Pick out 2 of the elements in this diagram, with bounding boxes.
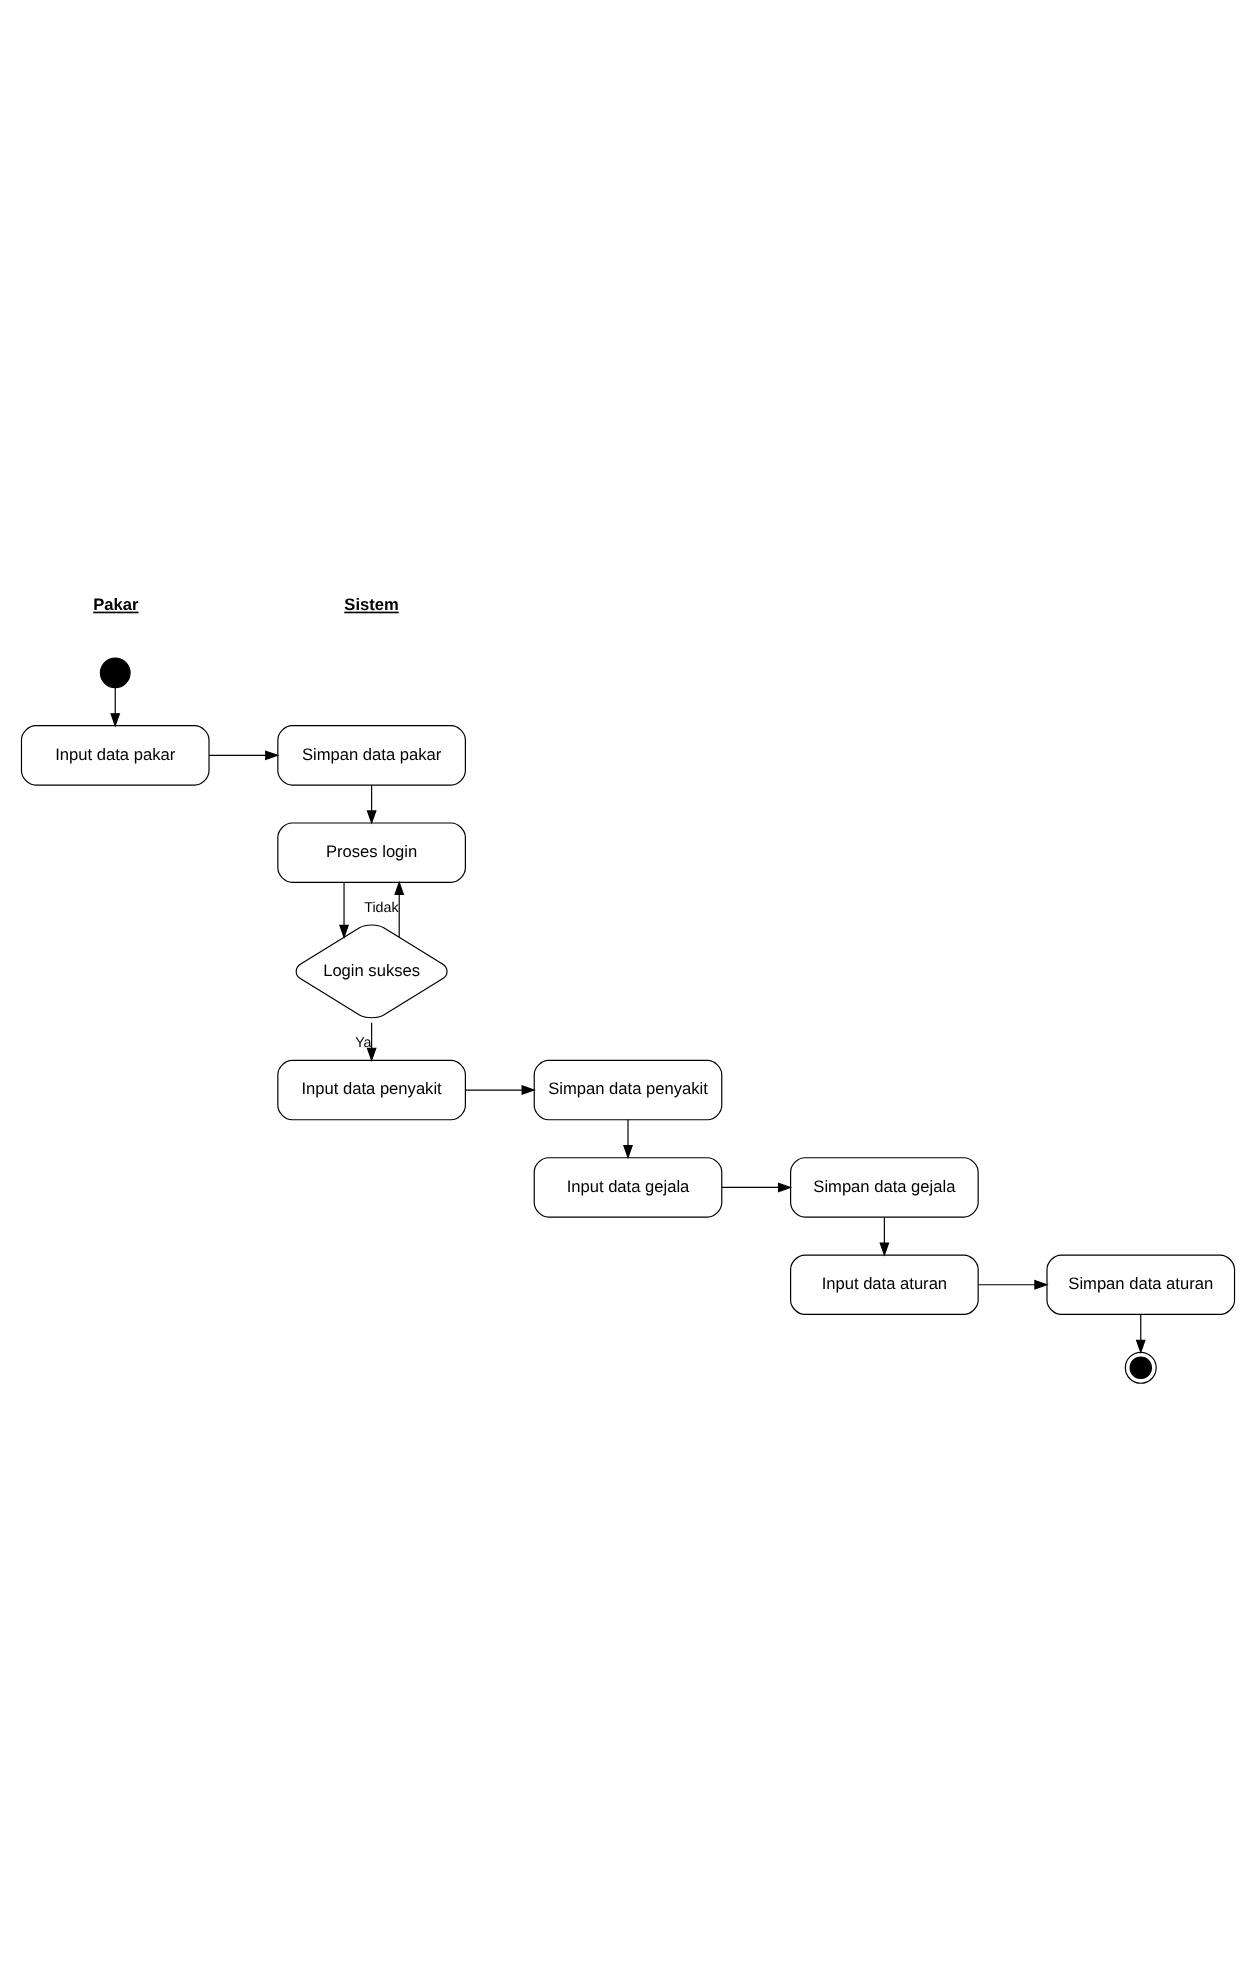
label: Pakar — [93, 593, 139, 614]
label: Sistem — [344, 593, 399, 614]
